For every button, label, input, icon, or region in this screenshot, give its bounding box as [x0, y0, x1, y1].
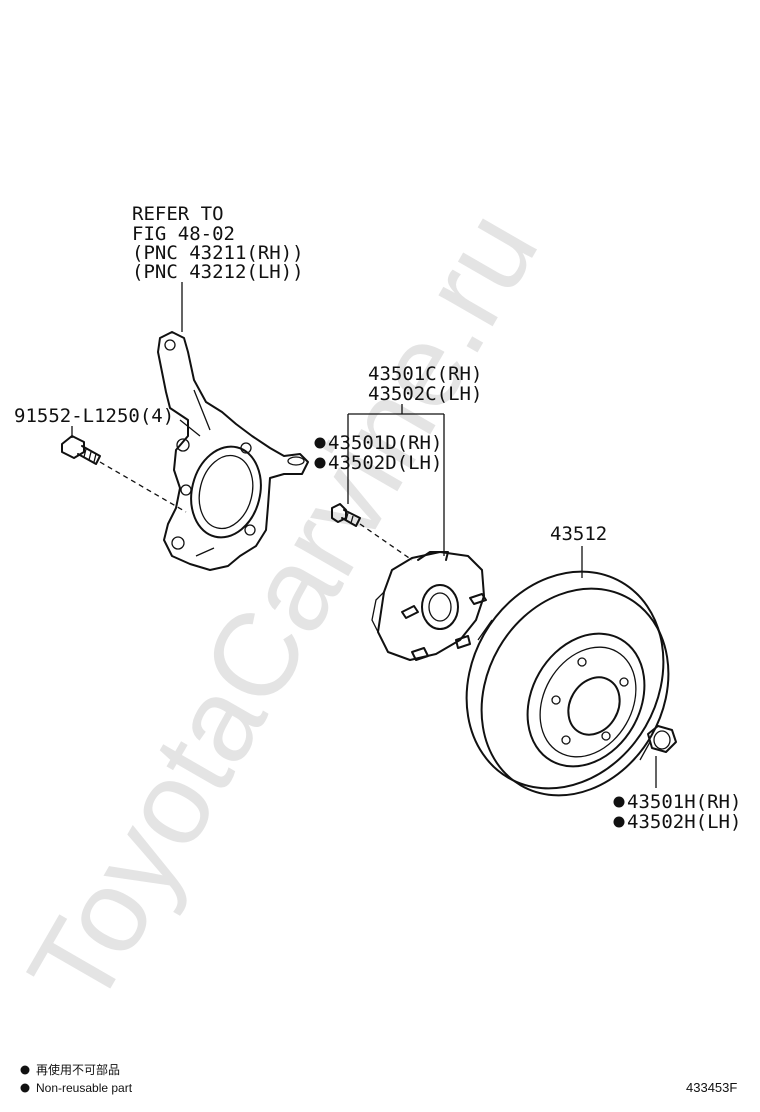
stud-part-number-rh[interactable]: 43501D(RH) [328, 432, 442, 454]
hub-nut[interactable] [647, 725, 677, 753]
non-reusable-marker-nut-lh [613, 816, 625, 828]
hub-part-number-lh[interactable]: 43502C(LH) [368, 383, 482, 405]
legend-marker-1 [20, 1065, 30, 1075]
legend: 再使用不可部品 Non-reusable part [20, 1062, 133, 1095]
legend-line-jp: 再使用不可部品 [36, 1062, 120, 1077]
refer-to-line2: FIG 48-02 [132, 223, 235, 245]
stud-part-number-lh[interactable]: 43502D(LH) [328, 452, 442, 474]
refer-to-line4: (PNC 43212(LH)) [132, 261, 304, 283]
legend-line-en: Non-reusable part [36, 1081, 133, 1095]
rotor-part-number[interactable]: 43512 [550, 523, 607, 545]
non-reusable-marker-stud-rh [314, 437, 326, 449]
leader-lines [71, 282, 657, 788]
nut-part-number-lh[interactable]: 43502H(LH) [627, 811, 741, 833]
steering-knuckle[interactable] [157, 331, 309, 571]
non-reusable-marker-stud-lh [314, 457, 326, 469]
hub-bearing-assembly[interactable] [371, 551, 487, 661]
refer-to-line1: REFER TO [132, 203, 224, 225]
disc-rotor[interactable] [428, 536, 705, 830]
refer-to-line3: (PNC 43211(RH)) [132, 242, 304, 264]
knuckle-bolt[interactable] [61, 435, 101, 465]
hub-bolt[interactable] [331, 503, 361, 527]
bolt-part-number[interactable]: 91552-L1250(4) [14, 405, 174, 427]
nut-part-number-rh[interactable]: 43501H(RH) [627, 791, 741, 813]
non-reusable-marker-nut-rh [613, 796, 625, 808]
figure-code: 433453F [686, 1080, 737, 1095]
hub-part-number-rh[interactable]: 43501C(RH) [368, 363, 482, 385]
legend-marker-2 [20, 1083, 30, 1093]
